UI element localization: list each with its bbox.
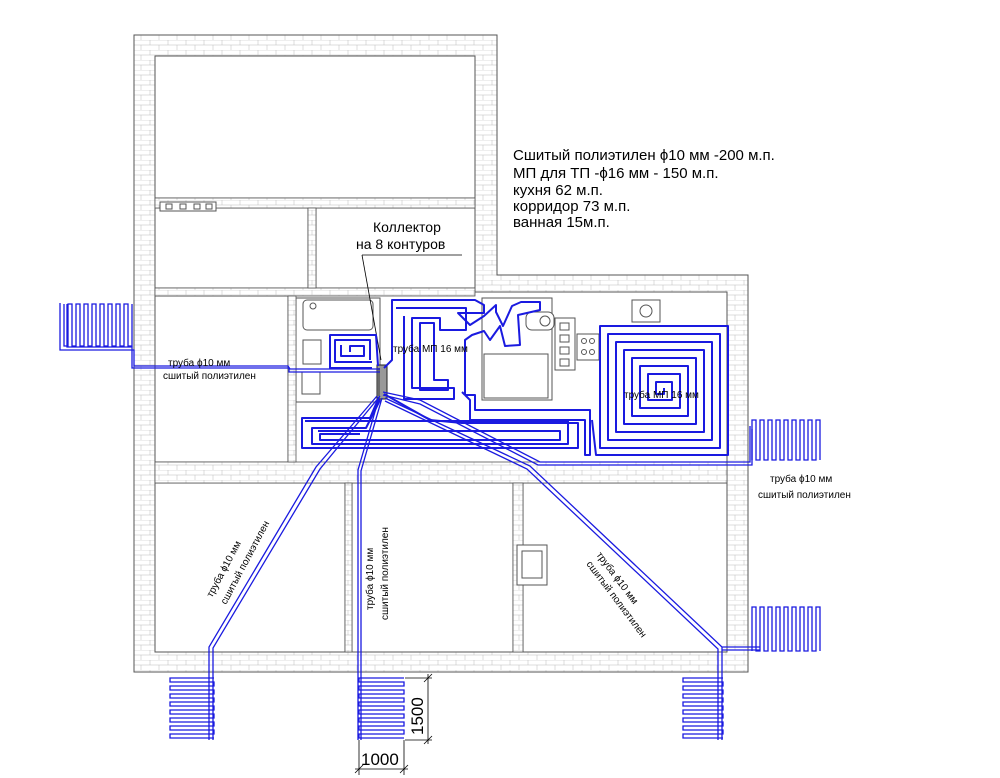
dimension-height: 1500 (408, 697, 427, 735)
spec-note-2: МП для ТП -ϕ16 мм - 150 м.п. (513, 165, 719, 182)
partition-v1 (287, 295, 297, 463)
bathroom-loop (329, 334, 379, 369)
collector-leader (361, 254, 382, 361)
bathtub-icon (302, 299, 374, 331)
label-room-b-1: труба ϕ10 мм (364, 548, 376, 610)
collector-label-1: Коллектор (373, 219, 441, 235)
coil-south-3 (682, 677, 724, 739)
coil-south-2 (358, 677, 405, 739)
label-pipe-mp-right: труба МП 16 мм (624, 389, 699, 401)
spec-note-1: Сшитый полиэтилен ϕ10 мм -200 м.п. (513, 147, 775, 164)
store-room (154, 207, 309, 289)
label-pipe10-right-1: труба ϕ10 мм (770, 473, 832, 485)
heating-pipes (59, 299, 760, 740)
top-room (154, 55, 476, 199)
dimension-width: 1000 (361, 750, 399, 769)
boiler-icon (516, 544, 548, 586)
kitchen-loop (383, 299, 591, 456)
label-pipe10-right-2: сшитый полиэтилен (758, 490, 851, 501)
spec-note-4: корридор 73 м.п. (513, 198, 630, 215)
label-pipe10-left-1: труба ϕ10 мм (168, 357, 230, 369)
bottom-mid-room (351, 482, 514, 653)
left-room (154, 295, 289, 463)
sink-icon (631, 299, 661, 323)
spec-note-3: кухня 62 м.п. (513, 182, 603, 199)
stove-icon (554, 317, 600, 371)
building-walls (133, 34, 749, 673)
spec-note-5: ванная 15м.п. (513, 214, 610, 231)
spec-notes: Сшитый полиэтилен ϕ10 мм -200 м.п. МП дл… (513, 147, 775, 231)
coil-east (751, 419, 821, 461)
coil-west (63, 303, 133, 347)
label-room-b-2: сшитый полиэтилен (380, 527, 391, 620)
partition-h3 (154, 461, 728, 484)
partition-v4 (307, 207, 317, 289)
bottom-right-room (522, 482, 728, 653)
coil-south-1 (169, 677, 215, 739)
electrical-panel-icon (159, 201, 217, 212)
pipe-room-c (384, 397, 760, 740)
kitchen-spiral (591, 325, 729, 456)
toilet-icon (525, 311, 555, 331)
kitchen-cupboard (483, 353, 549, 399)
partition-v2 (344, 482, 353, 653)
bottom-left-room (154, 482, 346, 653)
pipe-west-feed (59, 303, 380, 373)
collector-label-2: на 8 контуров (356, 236, 445, 252)
label-pipe-mp-left: труба МП 16 мм (393, 343, 468, 355)
label-pipe10-left-2: сшитый полиэтилен (163, 371, 256, 382)
partition-h2 (154, 287, 476, 297)
dimension-lines (354, 673, 433, 775)
washbasin-icon (301, 339, 322, 395)
coil-south-east (751, 606, 821, 652)
